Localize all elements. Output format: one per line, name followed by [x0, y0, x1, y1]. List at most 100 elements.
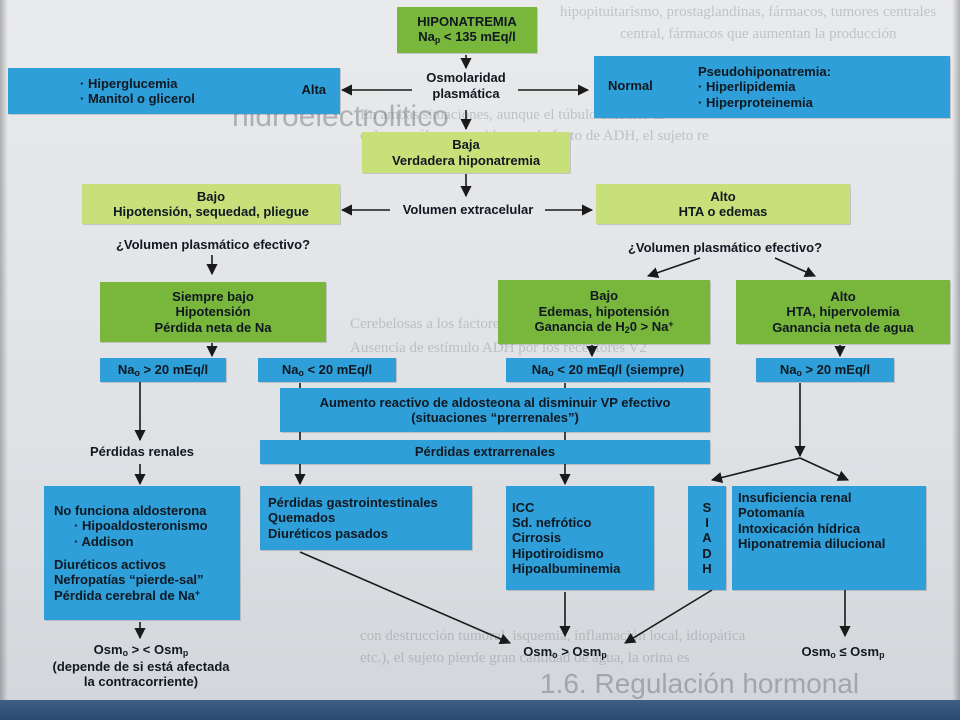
osm-result-right: Osmo ≤ Osmp [778, 644, 908, 661]
alto-hta-line: Ganancia neta de agua [772, 319, 914, 335]
extrarrenal-item: Quemados [268, 510, 336, 526]
text-part: Pérdida cerebral de Na [54, 587, 195, 603]
osmolaridad-plasmatica-label: Osmolaridad plasmática [408, 70, 524, 101]
text-sup: + [668, 319, 674, 330]
siempre-bajo-line: Pérdida neta de Na [154, 319, 272, 335]
bajo-edemas-line: Edemas, hipotensión [538, 303, 670, 319]
text-part: Na [281, 361, 299, 377]
background-text-line: hipopituitarismo, prostaglandinas, fárma… [560, 4, 937, 20]
text-part: Osm [572, 644, 602, 659]
renal-item: Nefropatías “pierde-sal” [54, 572, 204, 588]
volumen-bajo-box: Bajo Hipotensión, sequedad, pliegue [82, 184, 340, 224]
nao-lt20-mid-box: Nao < 20 mEq/l [258, 358, 396, 382]
text-part: Osm [801, 644, 831, 659]
normal-label: Normal [608, 78, 653, 93]
osm-result-mid: Osmo > Osmp [500, 644, 630, 661]
edema-item: ICC [512, 499, 535, 515]
text-part: Osm [154, 642, 183, 657]
nao-gt20-right-box: Nao > 20 mEq/l [756, 358, 894, 382]
text-part: > 20 mEq/l [139, 361, 209, 377]
text-sub: o [298, 367, 304, 378]
edema-item: Sd. nefrótico [512, 515, 592, 530]
text-part: < 135 mEq/l [440, 29, 516, 45]
alto-hta-line: Alto [830, 289, 856, 304]
siadh-box: S I A D H [688, 486, 726, 590]
water-item: Intoxicación hídrica [738, 520, 861, 536]
nao-lt20-mid-text: Nao < 20 mEq/l [282, 362, 372, 379]
alta-cause-item: · Hiperglucemia [80, 75, 178, 91]
extrarrenal-causes-box: Pérdidas gastrointestinales Quemados Diu… [260, 486, 472, 550]
hiponatremia-criterion: Nap < 135 mEq/l [418, 29, 516, 46]
osm-left-relation: Osmo > < Osmp [36, 642, 246, 659]
text-sub: p [601, 650, 607, 661]
text-part: Osm [93, 642, 123, 657]
bajo-edemas-line: Bajo [589, 288, 619, 304]
background-text-line: En ambas situaciones, aunque el túbulo c… [360, 107, 665, 123]
nao-gt20-left-box: Nao > 20 mEq/l [100, 358, 226, 382]
background-text-line: Ausencia de estímulo ADH por los recepto… [350, 340, 647, 356]
text-sub: p [434, 35, 441, 46]
renal-causes-box: No funciona aldosterona · Hipoaldosteron… [44, 486, 240, 620]
siadh-letter: A [702, 530, 712, 546]
baja-verdadera-box: Baja Verdadera hiponatremia [362, 132, 570, 173]
vpe-question-left: ¿Volumen plasmático efectivo? [115, 237, 311, 252]
edema-item: Hipoalbuminemia [512, 560, 621, 576]
text-part: > 20 mEq/l [801, 361, 871, 377]
water-causes-box: Insuficiencia renal Potomanía Intoxicaci… [732, 486, 926, 590]
siempre-bajo-box: Siempre bajo Hipotensión Pérdida neta de… [100, 282, 326, 342]
extrarrenal-item: Diuréticos pasados [268, 525, 388, 541]
renal-item: Diuréticos activos [54, 557, 166, 572]
bajo-edemas-line: Ganancia de H20 > Na+ [534, 319, 673, 336]
renal-item: · Addison [74, 533, 134, 549]
edema-item: Cirrosis [512, 530, 562, 546]
renal-item: · Hipoaldosteronismo [74, 518, 208, 534]
alto-line2: HTA o edemas [678, 204, 768, 219]
perdidas-extrarrenales-box: Pérdidas extrarrenales [260, 440, 710, 464]
water-item: Hiponatremia dilucional [738, 535, 886, 551]
text-part: < 20 mEq/l (siempre) [553, 361, 685, 377]
edema-item: Hipotiroidismo [512, 545, 604, 561]
perdidas-renales-label: Pérdidas renales [89, 444, 195, 459]
background-text-line: etc.), el sujeto pierde gran cantidad de… [360, 650, 690, 666]
text-part: Osm [850, 644, 880, 659]
nao-lt20-siempre-text: Nao < 20 mEq/l (siempre) [532, 362, 684, 379]
text-part: ≤ [835, 644, 851, 659]
water-item: Potomanía [738, 505, 805, 521]
water-item: Insuficiencia renal [738, 490, 852, 505]
pseudo-item: · Hiperproteinemia [698, 94, 813, 110]
alta-label: Alta [301, 82, 326, 97]
normal-pseudo-box: Normal Pseudohiponatremia: · Hiperlipide… [594, 56, 950, 118]
text-part: Na [779, 361, 797, 377]
baja-line2: Verdadera hiponatremia [391, 152, 541, 168]
text-part: > < [127, 642, 155, 657]
text-sub: o [134, 367, 140, 378]
hiponatremia-title: HIPONATREMIA [417, 14, 517, 30]
pseudo-item: · Hiperlipidemia [698, 79, 796, 95]
text-part: < 20 mEq/l [303, 361, 373, 377]
nao-gt20-right-text: Nao > 20 mEq/l [780, 362, 870, 379]
siadh-letter: S [702, 499, 712, 515]
text-part: 0 > Na [629, 319, 669, 335]
perdidas-extrarrenales-text: Pérdidas extrarrenales [414, 444, 556, 460]
extrarrenal-item: Pérdidas gastrointestinales [268, 495, 438, 510]
vpe-question-right: ¿Volumen plasmático efectivo? [627, 240, 823, 255]
background-heading: 1.6. Regulación hormonal [540, 668, 860, 699]
siadh-letter: H [702, 560, 712, 576]
alto-line1: Alto [710, 188, 736, 204]
text-sub: o [552, 650, 558, 661]
text-sub: o [830, 650, 836, 661]
text-sub: o [548, 367, 554, 378]
bajo-line1: Bajo [196, 188, 226, 204]
renal-item: Pérdida cerebral de Na+ [54, 588, 240, 603]
siadh-letter: D [702, 545, 712, 561]
page-shadow-left [0, 0, 8, 720]
osm-result-left: Osmo > < Osmp (depende de si está afecta… [36, 642, 246, 690]
text-part: Osm [523, 644, 553, 659]
text-part: Na [531, 361, 549, 377]
bottom-bar [0, 700, 960, 720]
nao-gt20-left-text: Nao > 20 mEq/l [118, 362, 208, 379]
hiponatremia-box: HIPONATREMIA Nap < 135 mEq/l [397, 7, 537, 53]
nao-lt20-siempre-box: Nao < 20 mEq/l (siempre) [506, 358, 710, 382]
siempre-bajo-line: Siempre bajo [172, 289, 254, 304]
alta-cause-item: · Manitol o glicerol [80, 91, 195, 106]
